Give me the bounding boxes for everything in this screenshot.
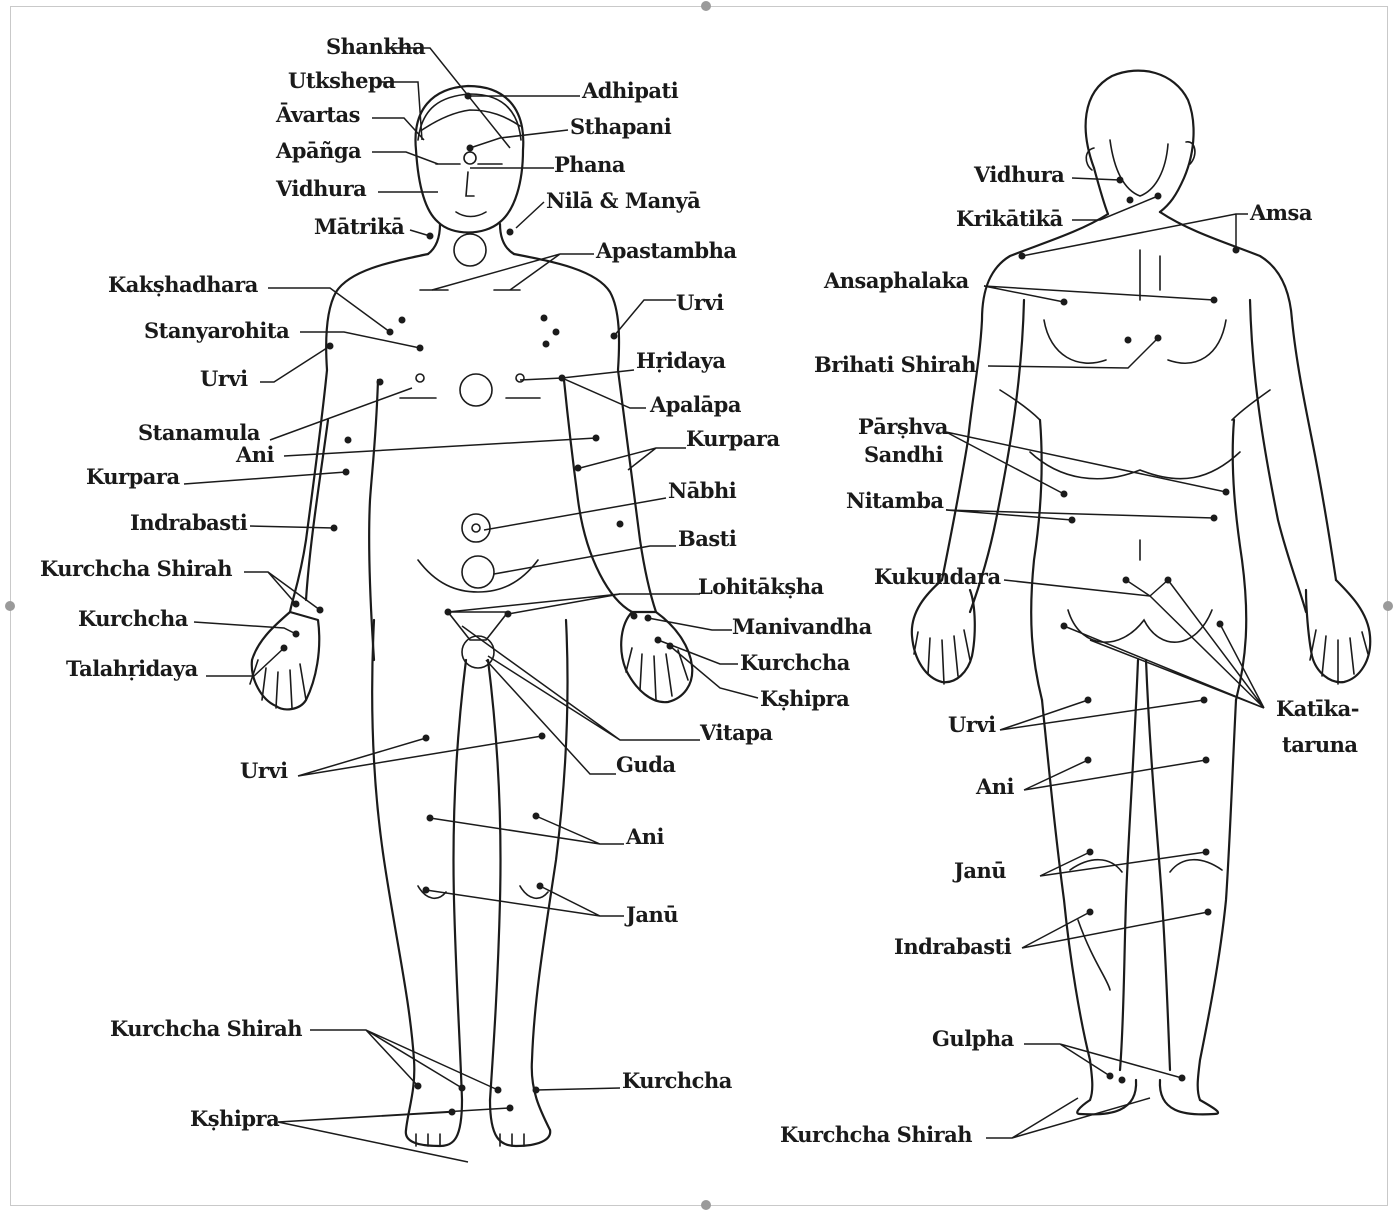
- label-adhipati: Adhipati: [581, 78, 679, 103]
- label-kshipra-foot: Kṣhipra: [190, 1106, 280, 1131]
- label-kukundara: Kukundara: [874, 564, 1001, 589]
- label-lohitaksha: Lohitākṣha: [698, 574, 824, 599]
- label-manivandha: Manivandha: [732, 614, 873, 639]
- label-nitamba: Nitamba: [846, 488, 944, 513]
- label-avartas: Āvartas: [275, 102, 360, 127]
- label-nabhi: Nābhi: [668, 478, 737, 503]
- label-vitapa: Vitapa: [699, 720, 773, 745]
- label-vidhura-back: Vidhura: [973, 162, 1065, 187]
- back-leader-lines: [946, 178, 1264, 1138]
- label-kakshadhara: Kakṣhadhara: [108, 272, 259, 297]
- label-parshva: Pārṣhva: [858, 414, 949, 439]
- label-janu-front: Janū: [624, 902, 678, 927]
- label-urvi-thigh: Urvi: [240, 758, 288, 783]
- label-matrika: Mātrikā: [314, 214, 405, 239]
- label-urvi-arm-left: Urvi: [200, 366, 248, 391]
- back-labels: Vidhura Krikātikā Amsa Ansaphalaka Briha…: [780, 162, 1359, 1147]
- label-apalapa: Apalāpa: [649, 392, 742, 417]
- label-ani-arm-left: Ani: [235, 442, 275, 467]
- label-indrabasti-arm: Indrabasti: [130, 510, 248, 535]
- label-sandhi: Sandhi: [864, 442, 943, 467]
- label-ani-back: Ani: [975, 774, 1015, 799]
- label-brihati-shirah: Brihati Shirah: [814, 352, 976, 377]
- label-urvi-arm-right: Urvi: [676, 290, 724, 315]
- label-sthapani: Sthapani: [570, 114, 672, 139]
- label-kurchcha-shirah-hand: Kurchcha Shirah: [40, 556, 232, 581]
- label-kurchcha-hand-left: Kurchcha: [78, 606, 189, 631]
- label-janu-back: Janū: [952, 858, 1006, 883]
- label-indrabasti-back: Indrabasti: [894, 934, 1012, 959]
- label-apanga: Apāñga: [275, 138, 362, 163]
- label-taruna: taruna: [1282, 732, 1358, 757]
- label-kurchcha-shirah-back: Kurchcha Shirah: [780, 1122, 972, 1147]
- label-vidhura-front: Vidhura: [275, 176, 367, 201]
- label-stanyarohita: Stanyarohita: [144, 318, 290, 343]
- label-gulpha: Gulpha: [932, 1026, 1015, 1051]
- label-urvi-back: Urvi: [948, 712, 996, 737]
- front-leader-lines: [184, 48, 758, 1162]
- label-guda: Guda: [616, 752, 676, 777]
- label-apastambha: Apastambha: [595, 238, 737, 263]
- label-katika: Katīka-: [1276, 696, 1359, 721]
- label-amsa: Amsa: [1249, 200, 1313, 225]
- label-kurpara-left: Kurpara: [86, 464, 180, 489]
- label-kurchcha-shirah-foot: Kurchcha Shirah: [110, 1016, 302, 1041]
- label-talahridaya: Talahṛidaya: [66, 656, 199, 681]
- label-shankha: Shankha: [326, 34, 426, 59]
- label-krikatika: Krikātikā: [956, 206, 1064, 231]
- label-phana: Phana: [554, 152, 626, 177]
- label-ansaphalaka: Ansaphalaka: [823, 268, 970, 293]
- label-kurpara-right: Kurpara: [686, 426, 780, 451]
- label-hridaya: Hṛidaya: [636, 348, 726, 373]
- label-kurchcha-hand-right: Kurchcha: [740, 650, 851, 675]
- label-basti: Basti: [678, 526, 737, 551]
- label-utkshepa: Utkshepa: [288, 68, 396, 93]
- label-kshipra-hand: Kṣhipra: [760, 686, 850, 711]
- label-nila-manya: Nilā & Manyā: [546, 188, 701, 213]
- label-ani-thigh: Ani: [625, 824, 665, 849]
- label-kurchcha-foot: Kurchcha: [622, 1068, 733, 1093]
